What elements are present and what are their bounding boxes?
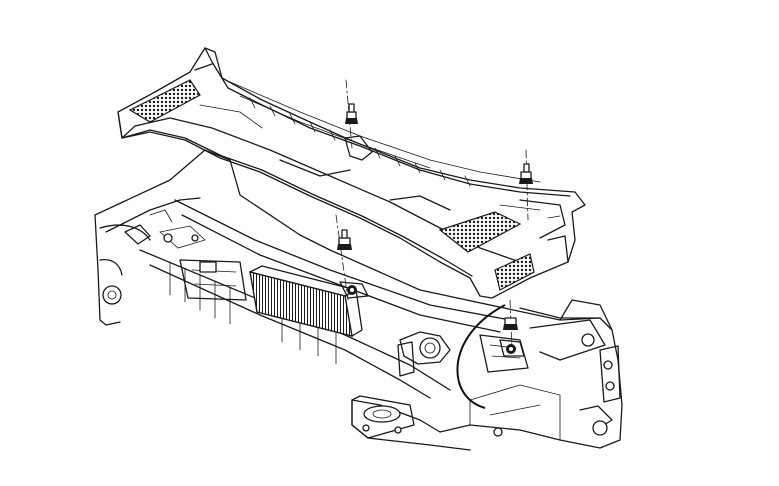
end-grille — [494, 253, 535, 291]
cabin-air-filter — [249, 265, 363, 337]
cowl-vent-panel — [117, 47, 586, 299]
fastener-3 — [335, 214, 352, 301]
washer-hose — [456, 304, 506, 409]
fastener-1 — [345, 79, 358, 149]
left-grille — [128, 79, 201, 123]
fastener-2 — [519, 149, 533, 221]
mounting-stud-left — [339, 281, 369, 299]
hose-right-run — [519, 307, 601, 319]
fastener-4 — [503, 299, 518, 351]
right-grille — [438, 211, 522, 253]
mounting-stud-right — [499, 339, 525, 357]
engine-bay-right — [351, 299, 621, 441]
vehicle-body-structure — [94, 149, 623, 451]
